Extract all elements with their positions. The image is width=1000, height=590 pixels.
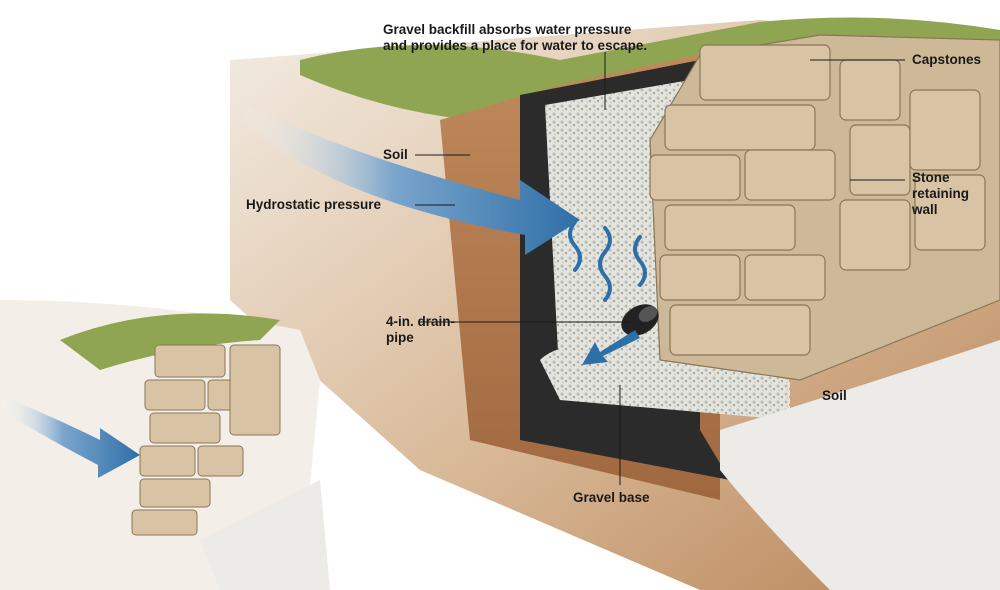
ground-plane (720, 340, 1000, 590)
label-soil-bottom: Soil (822, 388, 847, 403)
label-capstones: Capstones (912, 52, 982, 67)
inset-grass (60, 313, 280, 370)
label-stone-retaining-wall: Stone retaining wall (912, 170, 970, 217)
inset-ground (200, 480, 330, 590)
label-drainpipe: 4-in. drain- pipe (386, 314, 456, 345)
gravel-base (540, 344, 790, 420)
inset-stone-wall (131, 344, 281, 536)
drain-flow-arrow (582, 330, 640, 365)
hydrostatic-arrow (240, 100, 580, 255)
stone-wall (649, 34, 1000, 381)
label-soil-top: Soil (383, 147, 408, 162)
inset-pressure-arrow (0, 395, 140, 478)
water-seepage (568, 220, 647, 302)
label-gravel-backfill: Gravel backfill absorbs water pressure a… (383, 22, 648, 53)
label-gravel-base: Gravel base (573, 490, 650, 505)
label-hydrostatic-pressure: Hydrostatic pressure (246, 197, 382, 212)
